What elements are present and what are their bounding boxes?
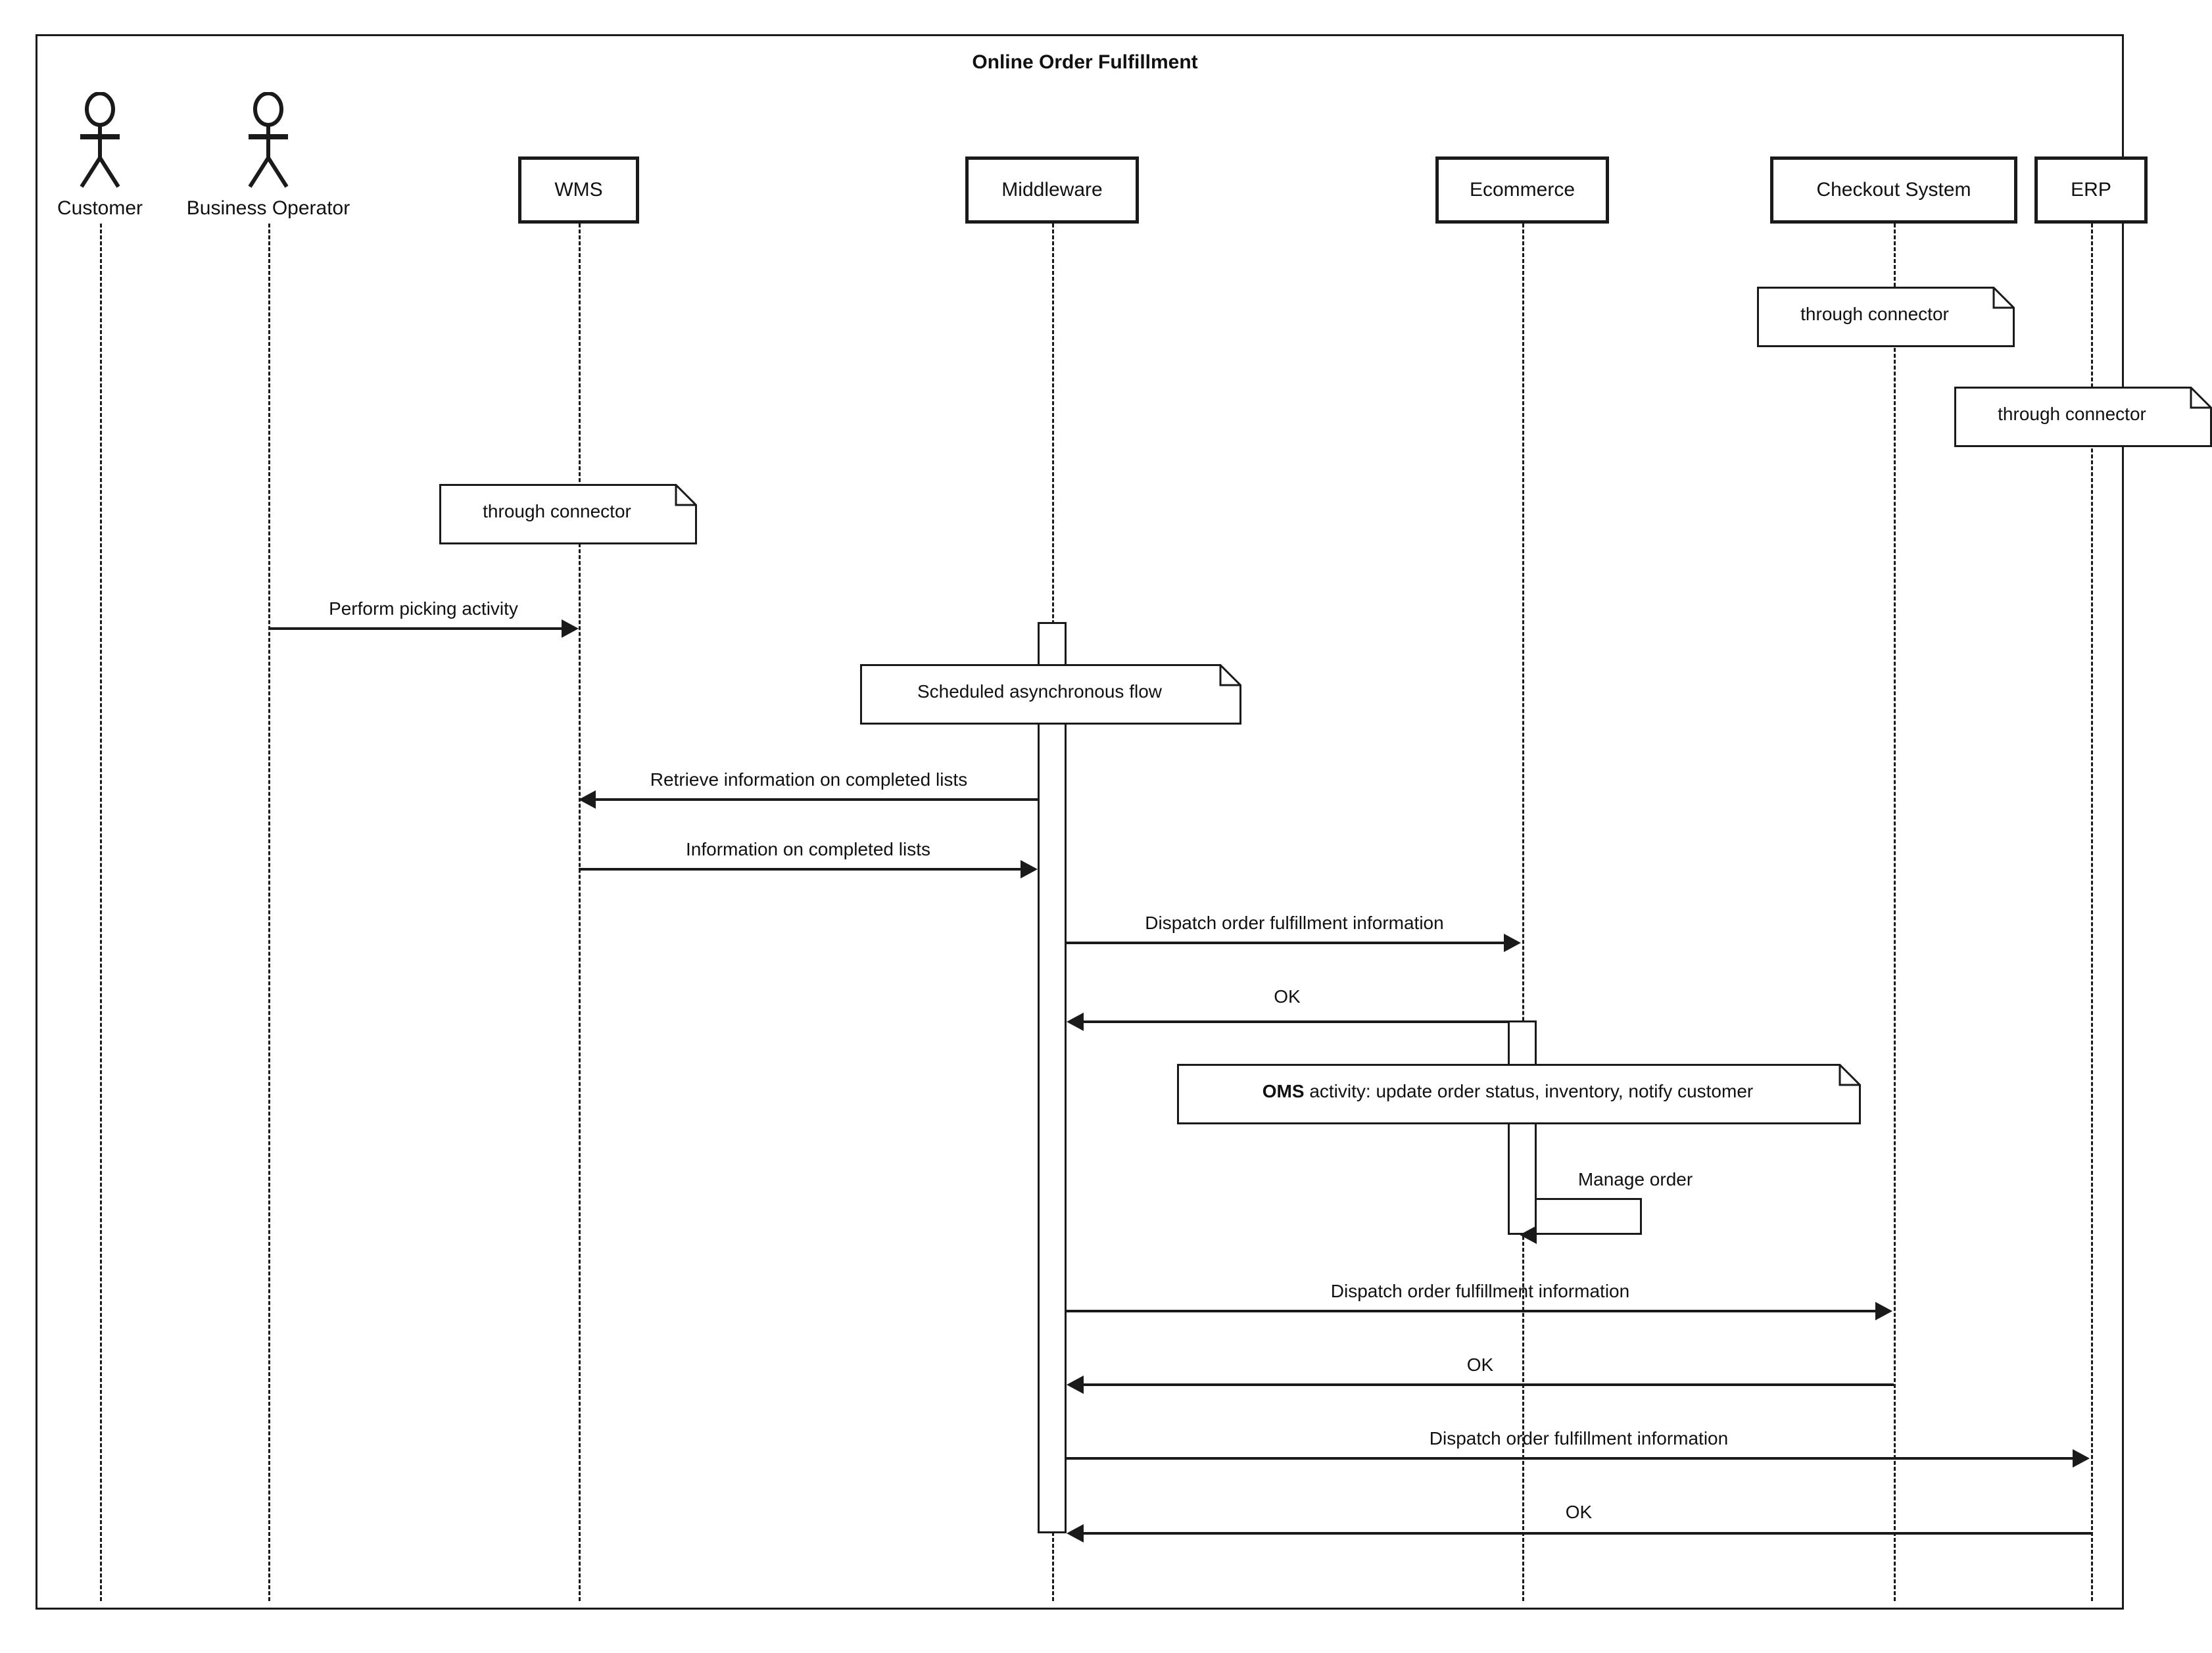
message-selfcall-manage-order [1537, 1198, 1642, 1235]
lifeline-checkout-system [1894, 224, 1896, 1601]
message-line-dispatch-checkout [1067, 1310, 1877, 1312]
participant-middleware-label: Middleware [1001, 179, 1103, 201]
message-arrowhead-dispatch-checkout [1875, 1302, 1892, 1320]
lifeline-wms [579, 224, 581, 1601]
message-line-perform-picking-activity [268, 627, 563, 630]
message-label-ok-checkout: OK [1466, 1354, 1494, 1375]
note-checkout-connector: through connector [1757, 287, 2015, 347]
note-oms-activity-rest: activity: update order status, inventory… [1304, 1081, 1754, 1101]
note-scheduled-flow-text: Scheduled asynchronous flow [917, 681, 1162, 702]
message-label-information-completed-lists: Information on completed lists [686, 839, 930, 859]
message-line-ok-checkout [1084, 1383, 1894, 1386]
participant-checkout-system[interactable]: Checkout System [1770, 156, 2017, 224]
note-wms-connector-text: through connector [483, 501, 631, 521]
message-arrowhead-ok-ecommerce [1067, 1013, 1084, 1031]
message-label-dispatch-ecommerce: Dispatch order fulfillment information [1145, 913, 1444, 933]
note-oms-activity-bold: OMS [1262, 1081, 1305, 1101]
message-label-perform-picking-activity: Perform picking activity [329, 598, 518, 619]
note-oms-activity: OMS activity: update order status, inven… [1177, 1064, 1861, 1124]
message-line-dispatch-ecommerce [1067, 942, 1505, 944]
note-oms-activity-text: OMS activity: update order status, inven… [1177, 1081, 1861, 1102]
message-arrowhead-dispatch-erp [2073, 1449, 2090, 1468]
note-erp-connector: through connector [1954, 387, 2212, 447]
message-arrowhead-information-completed-lists [1021, 860, 1038, 878]
lifeline-erp [2091, 224, 2093, 1601]
lifeline-ecommerce [1522, 224, 1524, 1601]
participant-middleware[interactable]: Middleware [965, 156, 1139, 224]
activation-middleware [1038, 622, 1067, 1533]
actor-customer-icon [66, 91, 134, 191]
message-line-information-completed-lists [579, 868, 1021, 871]
note-erp-connector-text: through connector [1998, 404, 2146, 424]
activation-ecommerce [1508, 1020, 1537, 1235]
lifeline-business-operator [268, 224, 270, 1601]
message-label-ok-erp: OK [1565, 1502, 1593, 1522]
diagram-title: Online Order Fulfillment [972, 51, 1198, 73]
note-scheduled-flow: Scheduled asynchronous flow [860, 664, 1241, 725]
lifeline-customer [100, 224, 102, 1601]
actor-business-operator-icon [234, 91, 302, 191]
note-checkout-connector-text: through connector [1800, 304, 1949, 324]
message-line-dispatch-erp [1067, 1457, 2074, 1460]
message-label-manage-order: Manage order [1577, 1169, 1693, 1189]
actor-business-operator-label: Business Operator [186, 197, 350, 219]
participant-ecommerce[interactable]: Ecommerce [1435, 156, 1609, 224]
participant-ecommerce-label: Ecommerce [1469, 179, 1575, 201]
participant-wms[interactable]: WMS [518, 156, 639, 224]
message-line-ok-ecommerce [1084, 1020, 1508, 1023]
message-arrowhead-ok-checkout [1067, 1376, 1084, 1394]
message-arrowhead-retrieve-information [579, 790, 596, 809]
message-label-dispatch-erp: Dispatch order fulfillment information [1429, 1428, 1729, 1449]
note-wms-connector: through connector [439, 484, 697, 544]
message-arrowhead-manage-order [1520, 1226, 1537, 1244]
message-arrowhead-ok-erp [1067, 1524, 1084, 1543]
message-label-retrieve-information: Retrieve information on completed lists [650, 769, 968, 790]
message-arrowhead-dispatch-ecommerce [1504, 934, 1521, 952]
participant-wms-label: WMS [554, 179, 603, 201]
actor-customer-label: Customer [57, 197, 143, 219]
diagram-frame [36, 34, 2124, 1610]
message-label-ok-ecommerce: OK [1274, 986, 1301, 1007]
message-label-dispatch-checkout: Dispatch order fulfillment information [1330, 1281, 1630, 1301]
message-line-ok-erp [1084, 1532, 2091, 1535]
participant-checkout-system-label: Checkout System [1816, 179, 1971, 201]
message-line-retrieve-information [596, 798, 1038, 801]
participant-erp-label: ERP [2071, 179, 2111, 201]
participant-erp[interactable]: ERP [2034, 156, 2148, 224]
message-arrowhead-perform-picking-activity [562, 619, 579, 638]
